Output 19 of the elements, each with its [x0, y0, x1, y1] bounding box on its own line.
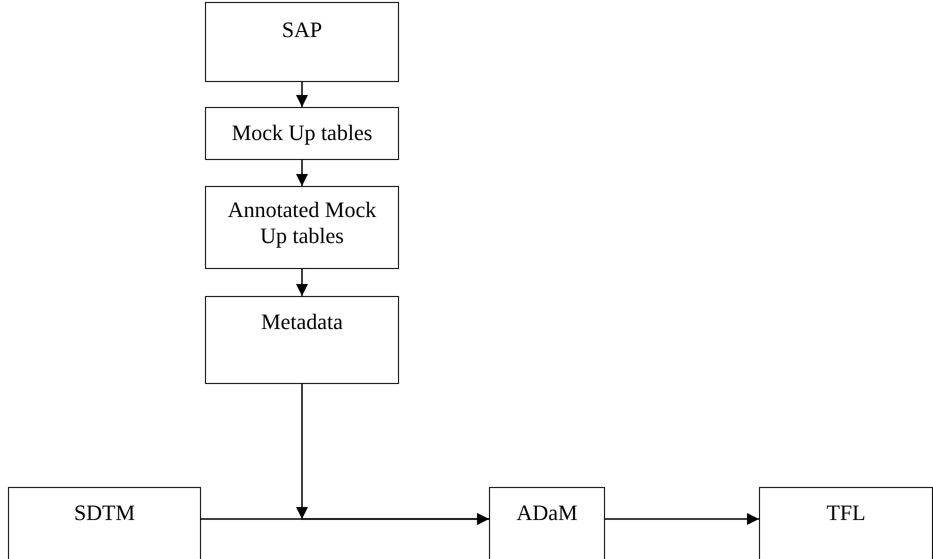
box-label: ADaM: [515, 500, 579, 526]
process-box: [205, 2, 399, 82]
arrow: [605, 513, 759, 525]
arrow: [296, 160, 308, 186]
process-box: [759, 487, 933, 559]
box-label: TFL: [825, 500, 867, 526]
process-box: [8, 487, 201, 559]
process-box: [205, 186, 399, 269]
box-label: SAP: [280, 17, 324, 43]
arrow: [296, 269, 308, 296]
process-box: [489, 487, 605, 559]
box-label: Mock Up tables: [230, 120, 374, 146]
arrow: [296, 82, 308, 107]
box-label: Metadata: [260, 309, 344, 335]
process-box: [205, 107, 399, 160]
arrow: [201, 513, 489, 525]
box-label: SDTM: [72, 500, 136, 526]
process-box: [205, 296, 399, 384]
box-label: Annotated Mock Up tables: [226, 197, 378, 249]
